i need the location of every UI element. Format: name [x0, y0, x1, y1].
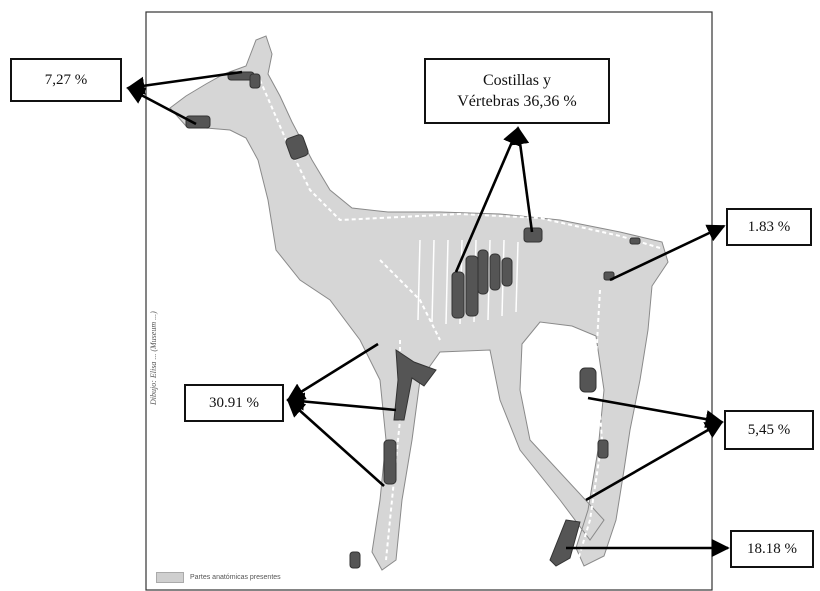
bone-rib-3 — [478, 250, 488, 294]
bone-rib-4 — [490, 254, 500, 290]
label-forelimb: 30.91 % — [184, 384, 284, 422]
label-hind-foot-text: 18.18 % — [747, 541, 797, 558]
bone-skull-occipital — [250, 74, 260, 88]
bone-rib-5 — [502, 258, 512, 286]
label-ribs-line2: Vértebras 36,36 % — [457, 91, 577, 112]
label-pelvis-text: 1.83 % — [748, 219, 791, 236]
bone-femur — [580, 368, 596, 392]
bone-front-foot — [350, 552, 360, 568]
figure-credit: Dibujo: Elisa ... (Museum ...) — [149, 225, 158, 405]
label-pelvis: 1.83 % — [726, 208, 812, 246]
legend-text: Partes anatómicas presentes — [190, 574, 281, 581]
bone-radius — [384, 440, 396, 484]
bone-tibia — [598, 440, 608, 458]
label-forelimb-text: 30.91 % — [209, 395, 259, 412]
label-hindlimb-text: 5,45 % — [748, 422, 791, 439]
legend: Partes anatómicas presentes — [156, 572, 281, 583]
legend-swatch — [156, 572, 184, 583]
label-head-text: 7,27 % — [45, 72, 88, 89]
label-ribs-vertebrae: Costillas y Vértebras 36,36 % — [424, 58, 610, 124]
label-ribs-line1: Costillas y — [483, 70, 551, 91]
bone-rib-1 — [452, 272, 464, 318]
bone-lumbar — [630, 238, 640, 244]
bone-rib-2 — [466, 256, 478, 316]
label-hind-foot: 18.18 % — [730, 530, 814, 568]
label-head: 7,27 % — [10, 58, 122, 102]
label-hindlimb: 5,45 % — [724, 410, 814, 450]
